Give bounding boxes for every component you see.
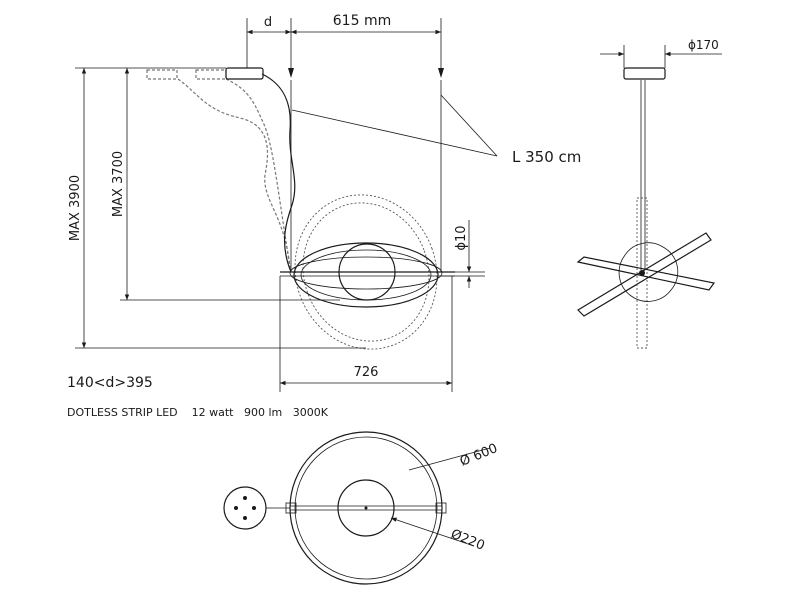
- front-view: d 615 mm L 350 cm MAX 3900 MAX 3700 ϕ10 …: [68, 13, 581, 392]
- side-ring-edge: [636, 197, 648, 349]
- canopy: [225, 67, 264, 80]
- side-hub: [639, 270, 645, 276]
- ring-rotated-outer: [294, 194, 438, 350]
- ghost-canopy: [195, 69, 227, 80]
- d-range-note: 140<d>395: [67, 375, 153, 391]
- ring-horizontal: [289, 256, 443, 290]
- side-ring-bar: [577, 232, 712, 317]
- ring-tilted-inner: [300, 249, 432, 301]
- dim-label-170: ϕ170: [688, 38, 719, 52]
- canopy-screw: [234, 506, 238, 510]
- top-canopy: [223, 486, 267, 530]
- top-view: Ø 600 Ø220: [223, 431, 500, 585]
- canopy-screw: [243, 516, 247, 520]
- ring-tilted-outer: [293, 242, 439, 308]
- dim-label-726: 726: [354, 365, 379, 380]
- top-ring-inner: [294, 436, 438, 580]
- canopy-screw: [243, 496, 247, 500]
- wire-grip: [438, 68, 444, 78]
- top-center: [364, 506, 368, 510]
- dim-label-10: ϕ10: [454, 225, 469, 250]
- dim-label-3900: MAX 3900: [68, 175, 83, 241]
- dim-label-220: Ø220: [449, 527, 487, 554]
- canopy-screw: [252, 506, 256, 510]
- dim-leader-220: [390, 517, 475, 547]
- side-view: ϕ170: [576, 38, 722, 349]
- top-globe: [337, 479, 395, 537]
- dim-label-600: Ø 600: [458, 441, 500, 470]
- dim-label-cable: L 350 cm: [512, 148, 581, 166]
- top-bar-connector: [435, 502, 447, 514]
- ghost-cable: [225, 78, 291, 269]
- side-ring-bar: [576, 256, 716, 291]
- wire-grip: [288, 68, 294, 78]
- dim-label-615: 615 mm: [333, 13, 391, 29]
- spec-note: DOTLESS STRIP LED 12 watt 900 lm 3000K: [67, 406, 329, 419]
- ring-rotated-inner: [302, 202, 430, 342]
- ghost-cable: [177, 78, 291, 269]
- cable-leader: [440, 94, 498, 157]
- power-cord: [261, 73, 296, 273]
- dim-leader-600: [408, 447, 491, 471]
- side-canopy: [623, 67, 666, 80]
- cable-leader: [291, 109, 498, 157]
- dim-label-3700: MAX 3700: [111, 151, 126, 217]
- dim-label-d: d: [264, 15, 272, 30]
- ghost-canopy: [146, 69, 178, 80]
